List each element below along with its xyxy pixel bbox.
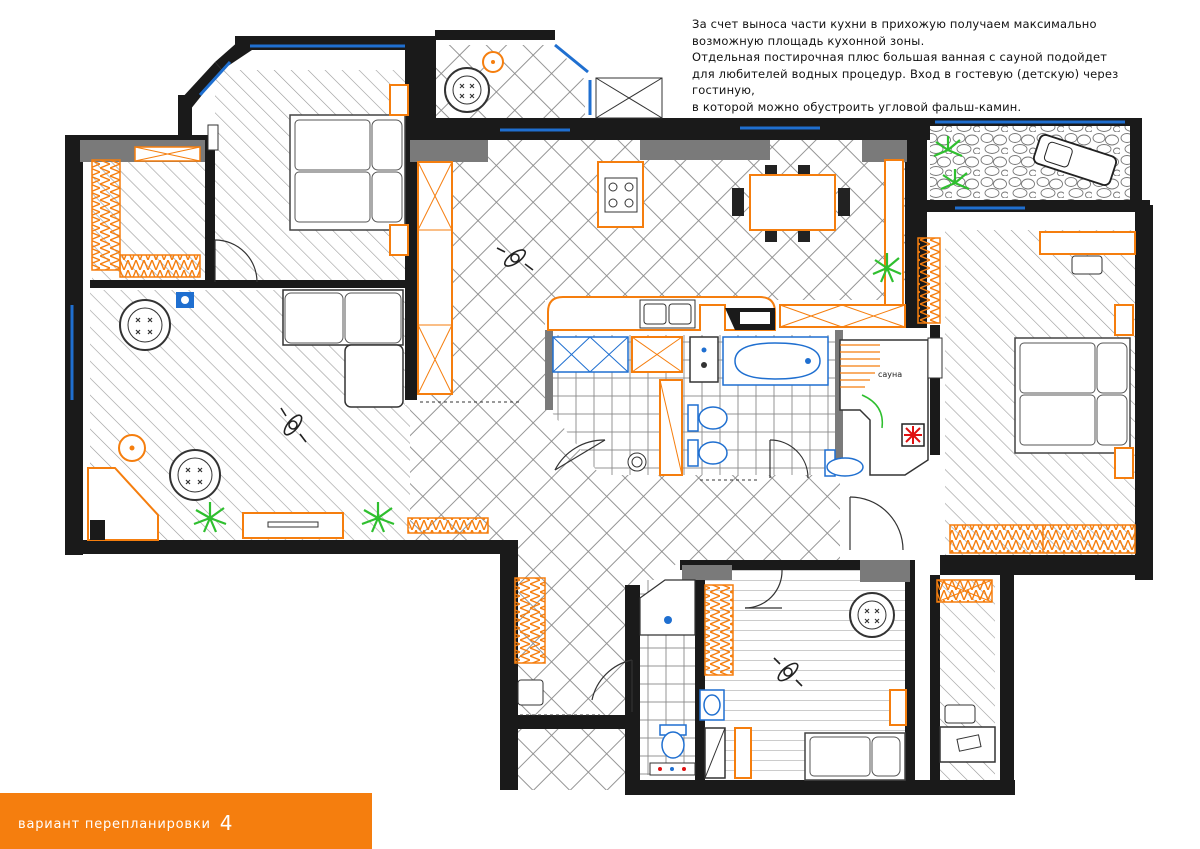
description-caption: За счет выноса части кухни в прихожую по… xyxy=(692,16,1182,115)
nightstand-bottom xyxy=(389,224,409,256)
bed-icon xyxy=(804,732,906,781)
toilet-icon xyxy=(687,404,728,432)
washing-machine-icon xyxy=(627,452,647,472)
door-swing-icon xyxy=(769,439,809,479)
sink-icon xyxy=(824,449,864,477)
caption-line: в которой можно обустроить угловой фальш… xyxy=(692,99,1022,114)
wardrobe-right xyxy=(917,237,941,324)
shower-icon xyxy=(639,579,696,636)
kitchen-cabinet-right xyxy=(884,159,904,326)
door-swing-icon xyxy=(591,659,633,712)
wc-shelf-orange xyxy=(734,727,752,779)
variant-number: 4 xyxy=(219,811,234,835)
cabinet-row-right xyxy=(779,304,906,328)
vent-box xyxy=(689,336,719,383)
plant-icon xyxy=(361,502,395,533)
variant-title: вариант перепланировки 4 xyxy=(18,811,233,835)
armchair-icon xyxy=(169,449,221,501)
wardrobe-left xyxy=(91,159,121,271)
sauna-label: сауна xyxy=(878,370,903,379)
windows xyxy=(70,43,1125,400)
door-swing-icon xyxy=(849,496,904,551)
plant-icon xyxy=(933,136,970,191)
hall-seat xyxy=(517,679,544,706)
toilet-icon xyxy=(659,724,687,759)
tv-stand-right xyxy=(927,337,943,379)
fireplace xyxy=(87,467,159,541)
bed-icon xyxy=(289,114,406,231)
sauna-benches xyxy=(840,344,880,388)
nightstand-top xyxy=(389,84,409,116)
armchair-icon xyxy=(444,67,490,113)
variant-title-text: вариант перепланировки xyxy=(18,817,211,832)
toilet-icon xyxy=(687,439,728,467)
dining-table-icon xyxy=(732,165,850,242)
nightstand-right-bottom xyxy=(1114,447,1134,479)
armchair-icon xyxy=(119,299,171,351)
desk-chair xyxy=(1071,255,1103,275)
kids-wardrobe xyxy=(704,584,734,676)
laundry-cabinets xyxy=(552,336,629,373)
plant-icon xyxy=(193,502,227,533)
desk-icon xyxy=(1039,231,1136,255)
sauna-room xyxy=(839,339,929,476)
door-swing-icon xyxy=(554,439,606,471)
armchair-icon xyxy=(849,592,895,638)
variant-banner: вариант перепланировки 4 xyxy=(0,793,372,849)
caption-line: Отдельная постирочная плюс большая ванна… xyxy=(692,50,1108,64)
caption-line: За счет выноса части кухни в прихожую по… xyxy=(692,17,1097,31)
door-swing-icon xyxy=(744,569,783,609)
person-icon xyxy=(280,407,307,443)
caption-line: для любителей водных процедур. Вход в го… xyxy=(692,66,1119,98)
plant-icon xyxy=(872,253,902,283)
person-icon xyxy=(773,657,803,687)
tv-stand xyxy=(207,124,219,151)
bathtub-icon xyxy=(722,336,829,386)
lounge-chair-icon xyxy=(1032,134,1118,186)
sink-icon xyxy=(699,689,725,721)
kids-shelf xyxy=(889,689,907,726)
person-icon xyxy=(496,247,534,271)
hall-wardrobe xyxy=(514,577,546,664)
sofa-icon xyxy=(282,289,404,408)
wardrobe-left-bottom xyxy=(119,254,201,278)
kitchen-cabinets-left xyxy=(417,161,453,395)
door-swing-icon xyxy=(214,239,258,283)
desk-chair-small xyxy=(944,704,976,724)
shower-glass xyxy=(861,394,884,429)
bed-icon xyxy=(1014,337,1131,454)
nightstand-right-top xyxy=(1114,304,1134,336)
sink-icon xyxy=(639,299,696,329)
radiator xyxy=(407,517,489,534)
caption-line: возможную площадь кухонной зоны. xyxy=(692,33,925,48)
